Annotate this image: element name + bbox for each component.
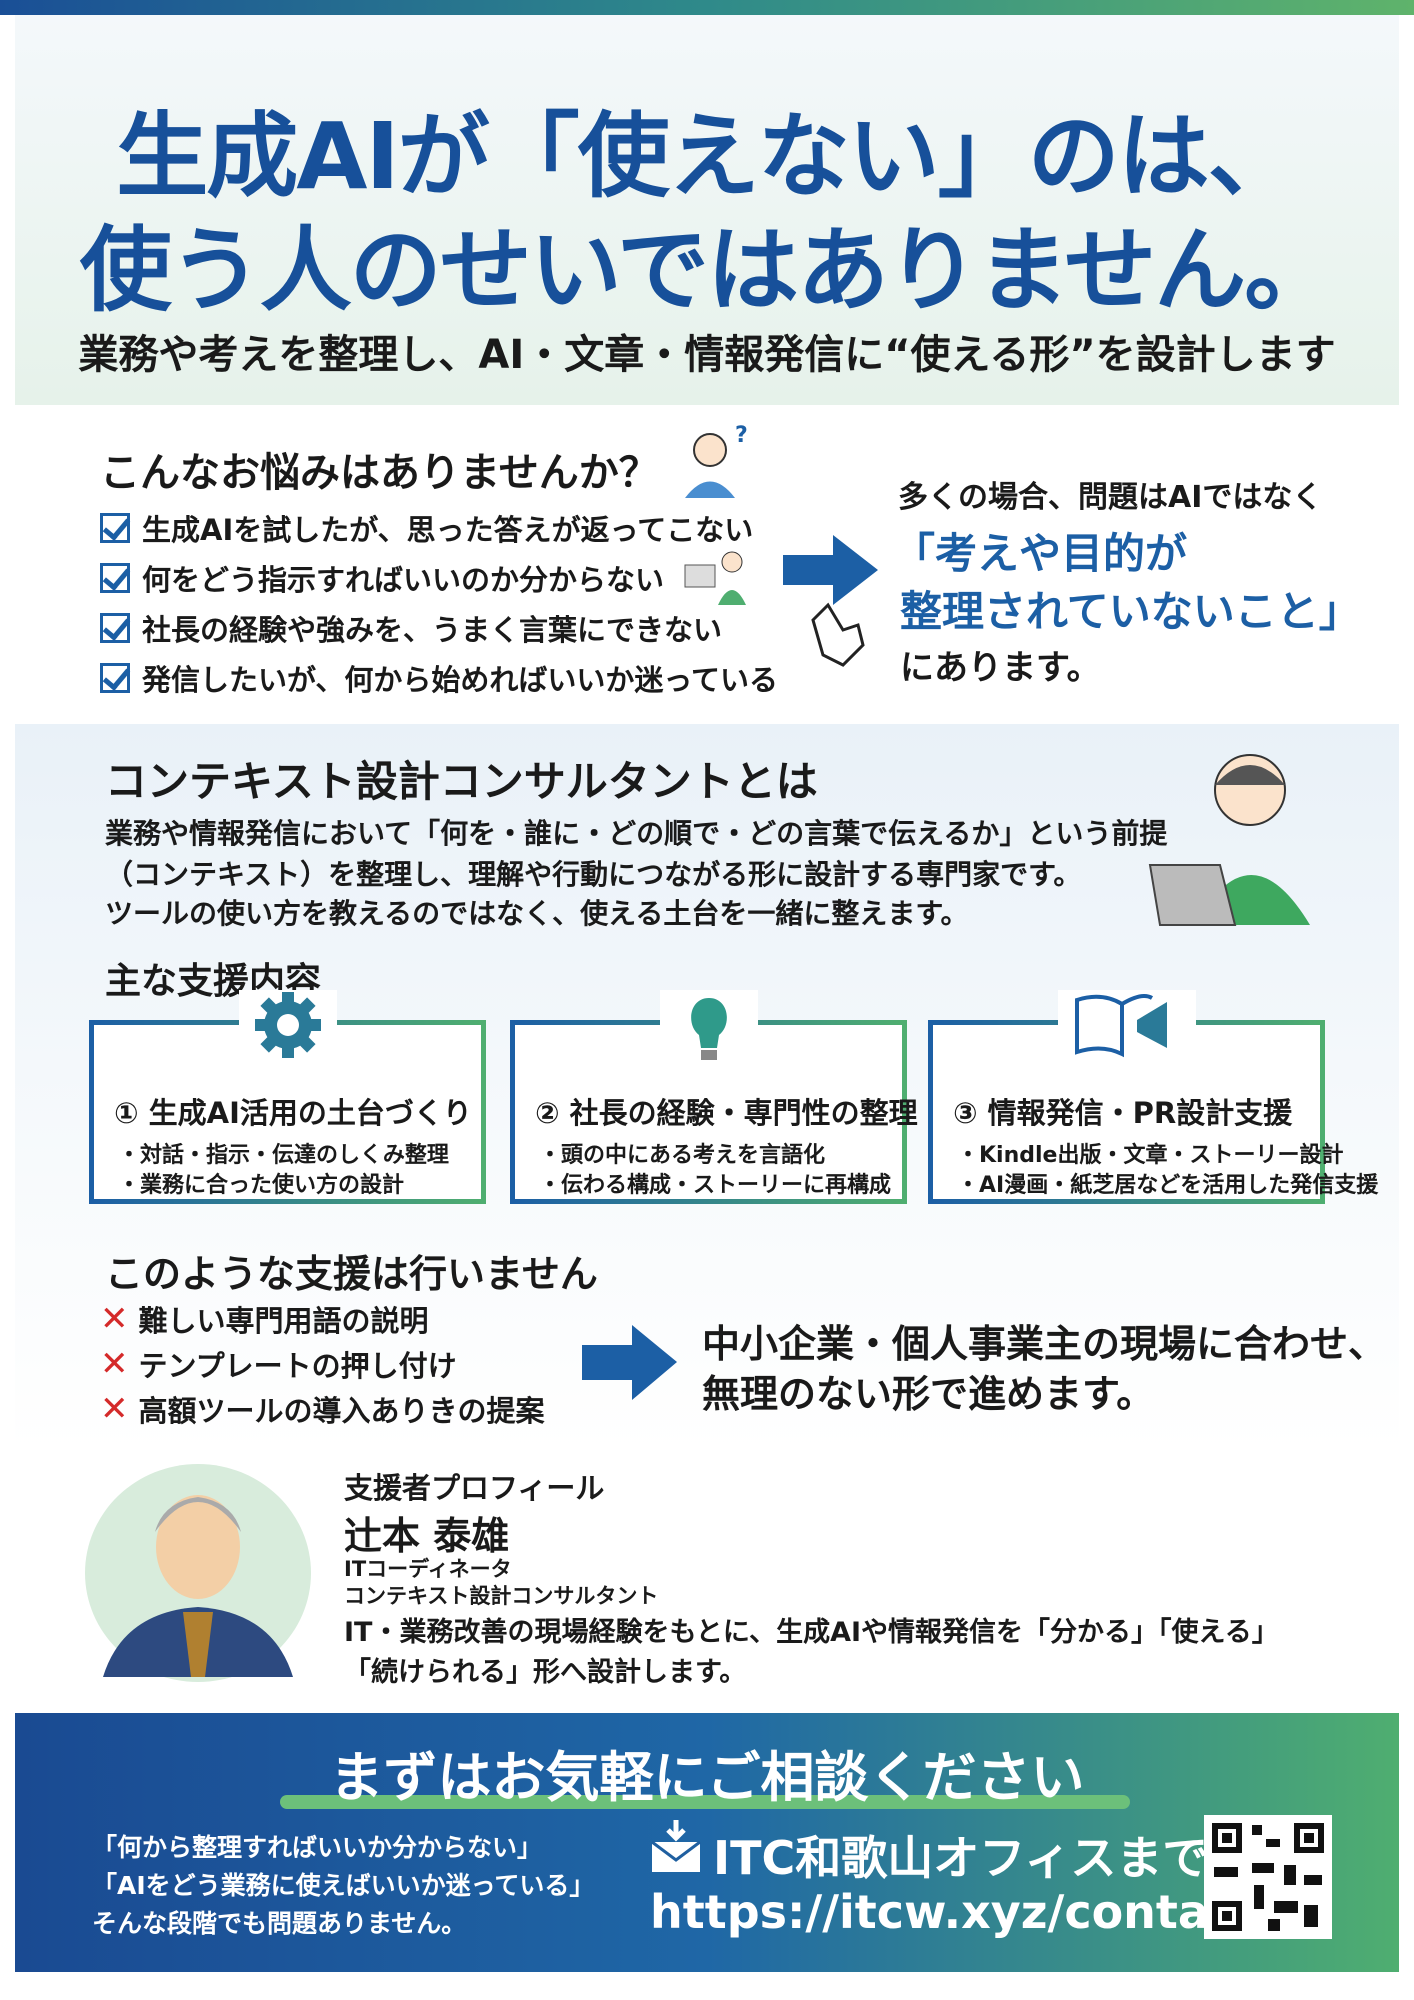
profile-role: コンテキスト設計コンサルタント <box>344 1584 659 1608</box>
footer-quote: 「何から整理すればいいか分からない」 <box>92 1833 543 1862</box>
footer-heading: まずはお気軽にご相談ください <box>329 1746 1085 1809</box>
service-card-title: ② 社長の経験・専門性の整理 <box>535 1096 918 1130</box>
qr-code[interactable] <box>1204 1815 1332 1939</box>
cross-icon: ✕ <box>100 1344 129 1384</box>
hero-title-line2: 使う人のせいではありません。 <box>79 217 1336 324</box>
answer-line1: 多くの場合、問題はAIではなく <box>898 480 1323 515</box>
about-text: ツールの使い方を教えるのではなく、使える土台を一緒に整えます。 <box>105 897 969 930</box>
not-offered-item: ✕難しい専門用語の説明 <box>100 1299 429 1339</box>
worries-heading: こんなお悩みはありませんか？ <box>100 450 659 496</box>
profile-description: 「続けられる」形へ設計します。 <box>344 1657 747 1688</box>
about-text: （コンテキスト）を整理し、理解や行動につながる形に設計する専門家です。 <box>105 858 1082 891</box>
service-card: ③ 情報発信・PR設計支援 ・Kindle出版・文章・ストーリー設計 ・AI漫画… <box>928 990 1378 1204</box>
not-offered-item: ✕テンプレートの押し付け <box>100 1344 457 1384</box>
heading-underline <box>280 1795 1130 1809</box>
worry-item: 社長の経験や強みを、うまく言葉にできない <box>100 607 722 649</box>
person-at-computer-icon <box>684 551 746 605</box>
book-megaphone-icon <box>1057 990 1196 1064</box>
about-text: 業務や情報発信において「何を・誰に・どの順で・どの言葉で伝えるか」という前提 <box>105 817 1168 850</box>
answer-line2: 「考えや目的が <box>893 529 1188 578</box>
worry-item: 何をどう指示すればいいのか分からない <box>100 557 664 599</box>
service-card: ② 社長の経験・専門性の整理 ・頭の中にある考えを言語化 ・伝わる構成・ストーリ… <box>510 990 918 1204</box>
service-card-title: ① 生成AI活用の土台づくり <box>114 1096 472 1130</box>
worry-item: 発信したいが、何から始めればいいか迷っている <box>100 657 778 699</box>
arrow-right-pointer-icon <box>783 535 878 667</box>
top-accent-bar <box>0 0 1414 15</box>
service-bullet: ・対話・指示・伝達のしくみ整理 <box>118 1143 449 1168</box>
answer-line3: 整理されていないこと」 <box>900 587 1361 636</box>
lightbulb-icon <box>659 990 758 1069</box>
service-bullet: ・業務に合った使い方の設計 <box>118 1173 405 1198</box>
cross-icon: ✕ <box>100 1389 129 1429</box>
hero-subtitle: 業務や考えを整理し、AI・文章・情報発信に“使える形”を設計します <box>78 332 1336 378</box>
footer-quote: そんな段階でも問題ありません。 <box>92 1909 467 1938</box>
not-offered-heading: このような支援は行いません <box>105 1252 598 1296</box>
contact-footer <box>15 1713 1399 1972</box>
profile-label: 支援者プロフィール <box>344 1471 605 1505</box>
footer-quote: 「AIをどう業務に使えばいいか迷っている」 <box>92 1871 595 1900</box>
svg-text:?: ? <box>735 423 748 448</box>
checkbox-icon <box>100 613 130 643</box>
summary-line1: 中小企業・個人事業主の現場に合わせ、 <box>702 1322 1387 1366</box>
profile-description: IT・業務改善の現場経験をもとに、生成AIや情報発信を「分かる」「使える」 <box>344 1617 1279 1648</box>
service-card-title: ③ 情報発信・PR設計支援 <box>953 1096 1293 1130</box>
service-bullet: ・Kindle出版・文章・ストーリー設計 <box>957 1143 1344 1168</box>
about-heading: コンテキスト設計コンサルタントとは <box>105 757 818 806</box>
confused-person-icon: ? <box>685 423 748 498</box>
service-bullet: ・AI漫画・紙芝居などを活用した発信支援 <box>957 1173 1379 1198</box>
service-card: ① 生成AI活用の土台づくり ・対話・指示・伝達のしくみ整理 ・業務に合った使い… <box>89 990 486 1204</box>
not-offered-item: ✕高額ツールの導入ありきの提案 <box>100 1389 545 1429</box>
arrow-right-icon <box>582 1325 677 1400</box>
office-name: ITC和歌山オフィスまで <box>713 1831 1209 1885</box>
worry-item: 生成AIを試したが、思った答えが返ってこない <box>100 507 753 549</box>
checkbox-icon <box>100 563 130 593</box>
answer-line4: にあります。 <box>900 648 1101 688</box>
hero-title-line1: 生成AIが「使えない」のは、 <box>116 103 1299 210</box>
service-bullet: ・頭の中にある考えを言語化 <box>539 1143 826 1168</box>
service-bullet: ・伝わる構成・ストーリーに再構成 <box>539 1173 892 1198</box>
consultant-laptop-illustration <box>1148 754 1310 926</box>
checkbox-icon <box>100 663 130 693</box>
checkbox-icon <box>100 513 130 543</box>
profile-name: 辻本 泰雄 <box>344 1514 510 1558</box>
profile-role: ITコーディネータ <box>344 1557 512 1581</box>
cross-icon: ✕ <box>100 1299 129 1339</box>
gear-icon <box>238 990 337 1064</box>
hero-section <box>15 15 1399 405</box>
profile-avatar <box>85 1464 311 1682</box>
mail-icon <box>651 1820 701 1872</box>
summary-line2: 無理のない形で進めます。 <box>702 1372 1155 1416</box>
contact-url-link[interactable]: https://itcw.xyz/contact/ <box>650 1885 1276 1939</box>
